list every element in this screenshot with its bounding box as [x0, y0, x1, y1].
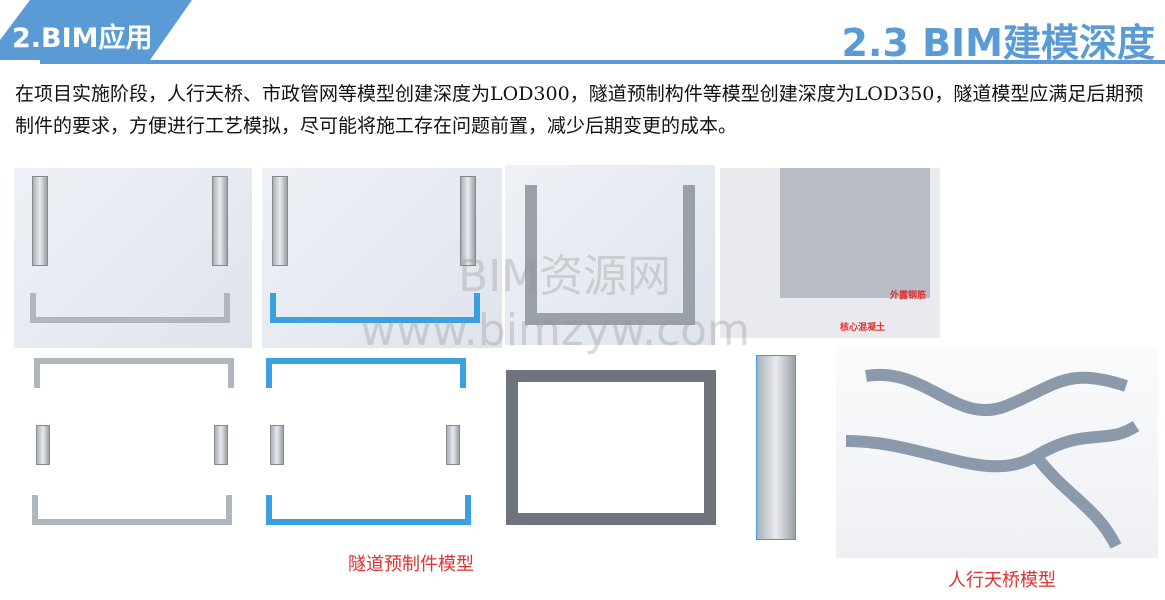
bridge-model-drawing	[845, 368, 1140, 549]
tunnel-caption: 隧道预制件模型	[348, 554, 474, 575]
body-text: 在项目实施阶段，人行天桥、市政管网等模型创建深度为LOD300，隧道预制构件等模…	[15, 83, 1144, 137]
tunnel-assembly-plain-image	[14, 350, 250, 546]
tunnel-segments-plain-image	[14, 168, 252, 348]
pedestrian-bridge-image	[836, 346, 1158, 558]
exposed-rebar-label: 外露钢筋	[890, 291, 927, 301]
core-concrete-label: 核心混凝土	[840, 323, 886, 333]
tunnel-section-image	[738, 350, 814, 546]
tunnel-wall-rebar-image	[505, 165, 715, 345]
tunnel-segments-rebar-image	[262, 168, 502, 348]
header-rule	[40, 60, 1165, 64]
bridge-caption: 人行天桥模型	[948, 570, 1056, 591]
page-title: 2.3 BIM建模深度	[841, 21, 1155, 65]
tunnel-frame-rebar-image	[486, 350, 736, 546]
tunnel-assembly-rebar-image	[258, 350, 484, 546]
rebar-detail-image: 外露钢筋 核心混凝土	[720, 168, 940, 338]
section-tag-label: 2.BIM应用	[12, 23, 153, 54]
